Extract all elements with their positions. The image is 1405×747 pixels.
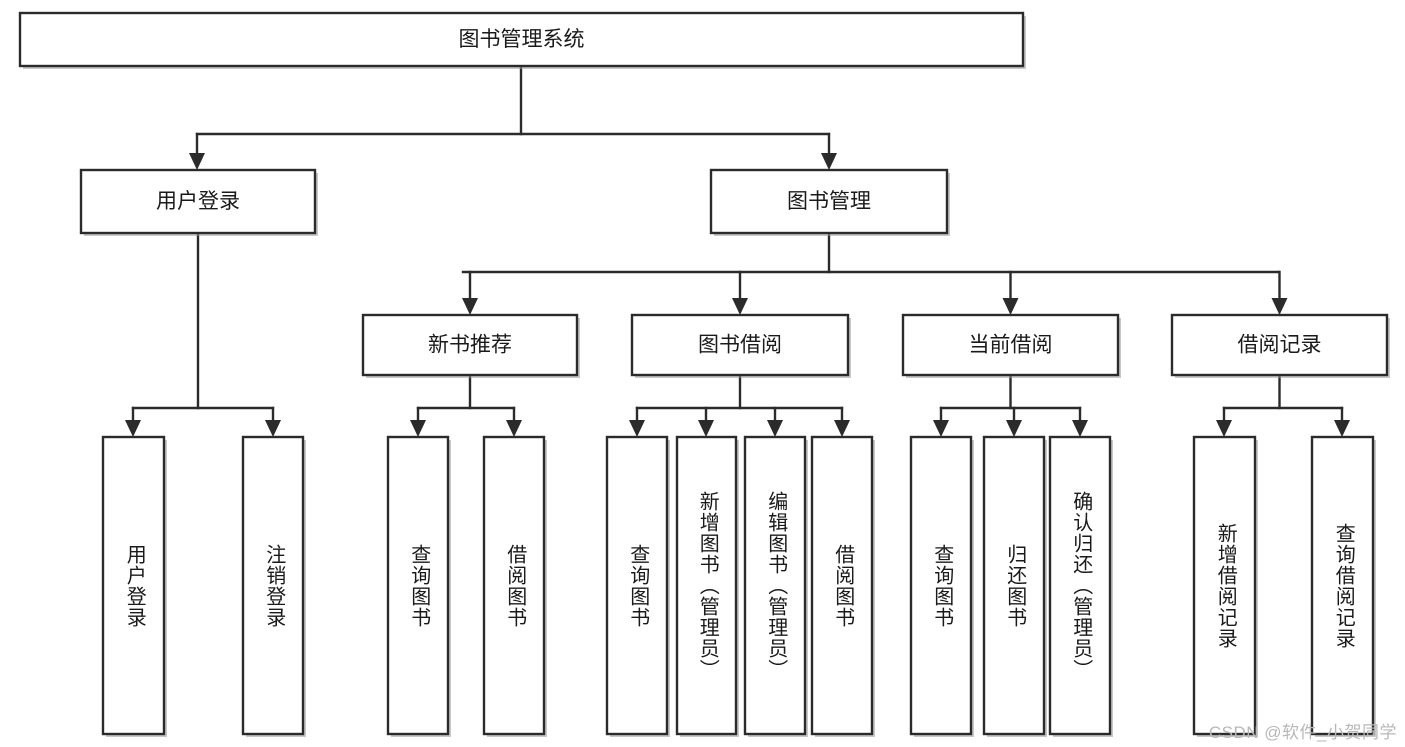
node-leaf-add-record[interactable] bbox=[1192, 435, 1258, 737]
node-label: 图书管理 bbox=[787, 190, 871, 213]
arrow-head-icon bbox=[1072, 420, 1088, 437]
node-leaf-logout[interactable] bbox=[241, 435, 306, 737]
node-leaf-query-book-2[interactable] bbox=[605, 435, 670, 737]
node-leaf-user-login[interactable] bbox=[101, 435, 167, 737]
node-label: 当前借阅 bbox=[969, 334, 1053, 357]
arrow-head-icon bbox=[1002, 298, 1019, 315]
node-new-book-rec[interactable]: 新书推荐 bbox=[361, 313, 580, 378]
arrow-head-icon bbox=[821, 153, 837, 170]
arrow-head-icon bbox=[933, 420, 949, 437]
connectors-layer bbox=[125, 64, 1350, 437]
node-leaf-add-book[interactable] bbox=[675, 435, 739, 737]
node-label: 图书管理系统 bbox=[459, 28, 585, 51]
arrow-head-icon bbox=[732, 298, 748, 315]
node-borrow-record[interactable]: 借阅记录 bbox=[1170, 313, 1390, 378]
arrow-head-icon bbox=[1006, 420, 1022, 437]
node-label: 图书借阅 bbox=[698, 334, 782, 357]
arrow-head-icon bbox=[767, 420, 783, 437]
node-leaf-borrow-book-2[interactable] bbox=[810, 435, 875, 737]
arrow-head-icon bbox=[629, 420, 645, 437]
arrow-head-icon bbox=[189, 153, 205, 170]
arrow-head-icon bbox=[410, 420, 426, 437]
node-book-manage[interactable]: 图书管理 bbox=[709, 168, 950, 236]
watermark-label: CSDN @软件_小贺同学 bbox=[1208, 723, 1397, 742]
arrow-head-icon bbox=[834, 420, 850, 437]
arrow-head-icon bbox=[1216, 420, 1232, 437]
arrow-head-icon bbox=[265, 420, 281, 437]
node-leaf-confirm-return[interactable] bbox=[1048, 435, 1113, 737]
arrow-head-icon bbox=[1334, 420, 1350, 437]
arrow-head-icon bbox=[1271, 298, 1288, 315]
node-label: 用户登录 bbox=[156, 190, 240, 213]
node-root-root[interactable]: 图书管理系统 bbox=[18, 11, 1026, 69]
arrow-head-icon bbox=[125, 420, 141, 437]
arrow-head-icon bbox=[506, 420, 522, 437]
node-label: 借阅记录 bbox=[1238, 334, 1322, 357]
node-leaf-query-record[interactable] bbox=[1310, 435, 1376, 737]
node-leaf-query-book-3[interactable] bbox=[909, 435, 974, 737]
node-leaf-return-book[interactable] bbox=[982, 435, 1047, 737]
node-leaf-query-book-1[interactable] bbox=[386, 435, 451, 737]
node-label: 新书推荐 bbox=[428, 334, 512, 357]
node-leaf-edit-book[interactable] bbox=[743, 435, 808, 737]
arrow-head-icon bbox=[462, 298, 478, 315]
node-book-borrow[interactable]: 图书借阅 bbox=[630, 313, 851, 378]
node-leaf-borrow-book-1[interactable] bbox=[482, 435, 547, 737]
arrow-head-icon bbox=[698, 420, 714, 437]
node-current-borrow[interactable]: 当前借阅 bbox=[901, 313, 1121, 378]
node-user-login[interactable]: 用户登录 bbox=[79, 168, 318, 236]
